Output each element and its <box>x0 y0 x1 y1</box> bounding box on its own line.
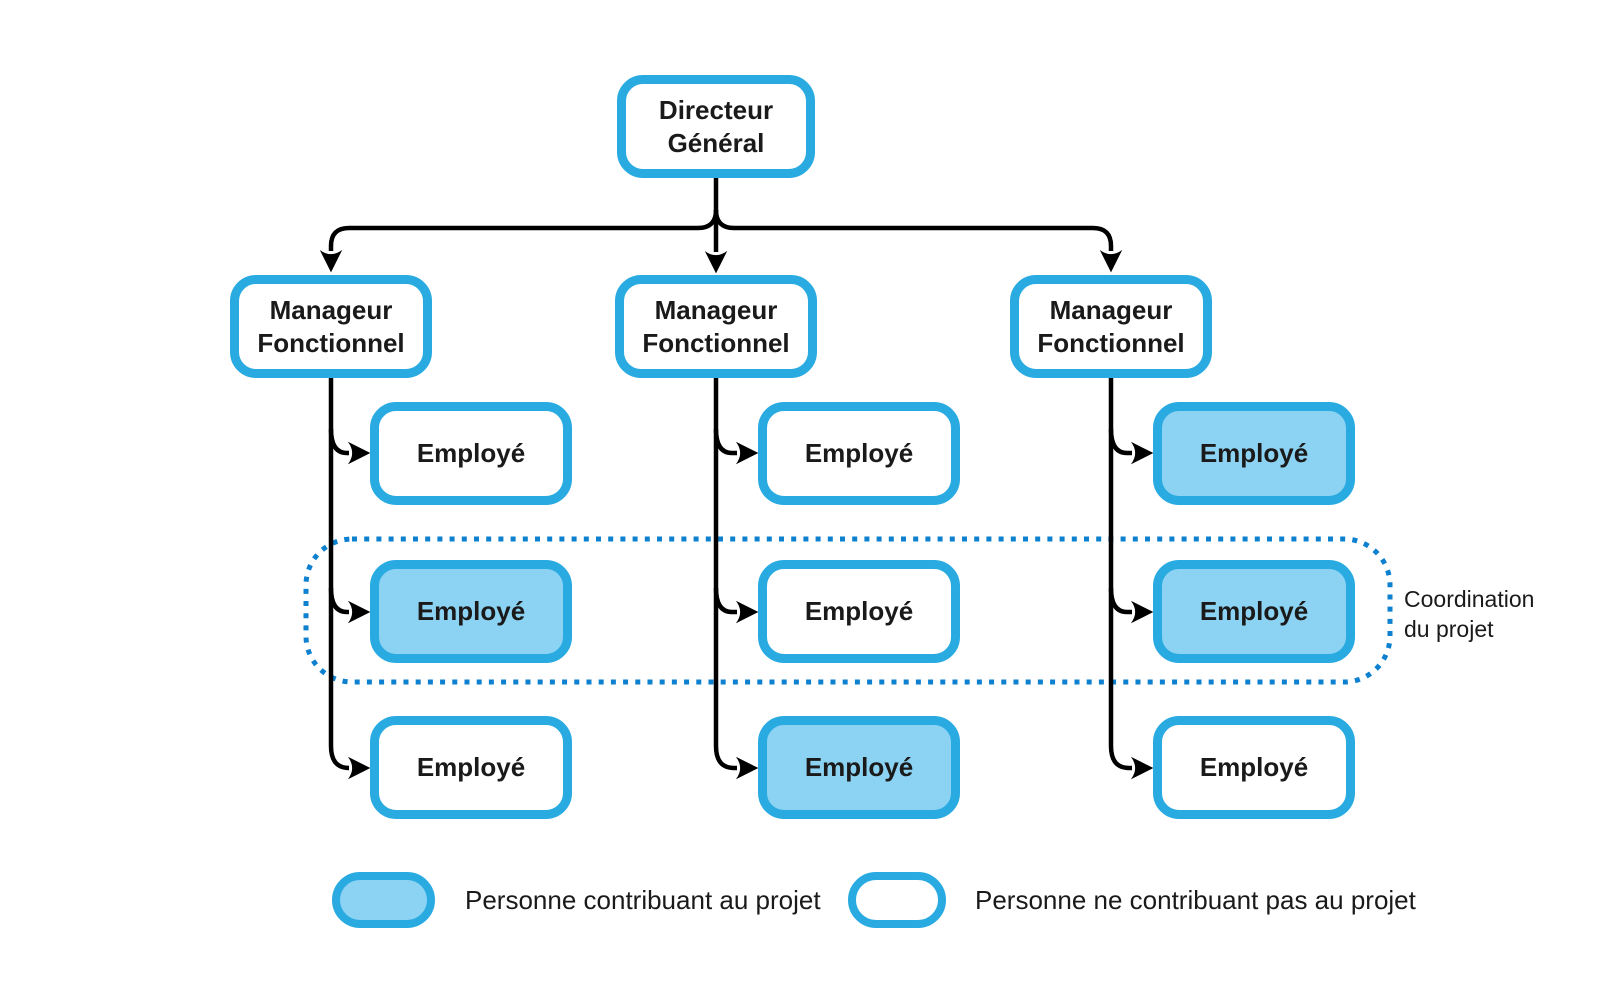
box-manager-2: Manageur Fonctionnel <box>615 275 817 378</box>
box-manager-3: Manageur Fonctionnel <box>1010 275 1212 378</box>
connector-col3-row1 <box>1108 428 1154 465</box>
connector-col3-main <box>1108 378 1154 780</box>
connector-lines <box>319 178 1154 780</box>
box-employee-col1-row2: Employé <box>370 560 572 663</box>
box-employee-col2-row2: Employé <box>758 560 960 663</box>
connector-col1-row2 <box>328 587 371 624</box>
box-label: Manageur Fonctionnel <box>642 295 790 358</box>
box-label: Employé <box>416 752 526 783</box>
box-directeur-general: Directeur Général <box>617 75 815 178</box>
connector-col2-row2 <box>713 587 759 624</box>
connector-col1-row1 <box>328 428 371 465</box>
box-label: Directeur Général <box>658 95 774 158</box>
box-label: Manageur Fonctionnel <box>1037 295 1185 358</box>
box-label: Employé <box>804 596 914 627</box>
box-label: Employé <box>1199 438 1309 469</box>
connector-root-to-manager-3 <box>713 209 1123 273</box>
box-label: Employé <box>804 438 914 469</box>
box-employee-col3-row3: Employé <box>1153 716 1355 819</box>
box-label: Employé <box>804 752 914 783</box>
coordination-dotted-band <box>303 536 1393 685</box>
box-label: Employé <box>416 596 526 627</box>
connector-col3-row2 <box>1108 587 1154 624</box>
box-label: Manageur Fonctionnel <box>257 295 405 358</box>
connector-col2-row1 <box>713 428 759 465</box>
box-label: Employé <box>416 438 526 469</box>
box-label: Employé <box>1199 596 1309 627</box>
box-employee-col3-row2: Employé <box>1153 560 1355 663</box>
box-label: Employé <box>1199 752 1309 783</box>
box-employee-col1-row1: Employé <box>370 402 572 505</box>
connector-col2-main <box>713 378 759 780</box>
connector-col1-main <box>328 378 371 780</box>
box-employee-col2-row1: Employé <box>758 402 960 505</box>
box-manager-1: Manageur Fonctionnel <box>230 275 432 378</box>
box-employee-col1-row3: Employé <box>370 716 572 819</box>
coordination-label: Coordination du projet <box>1404 586 1535 642</box>
box-employee-col2-row3: Employé <box>758 716 960 819</box>
connector-root-to-manager-1 <box>319 209 719 273</box>
box-employee-col3-row1: Employé <box>1153 402 1355 505</box>
